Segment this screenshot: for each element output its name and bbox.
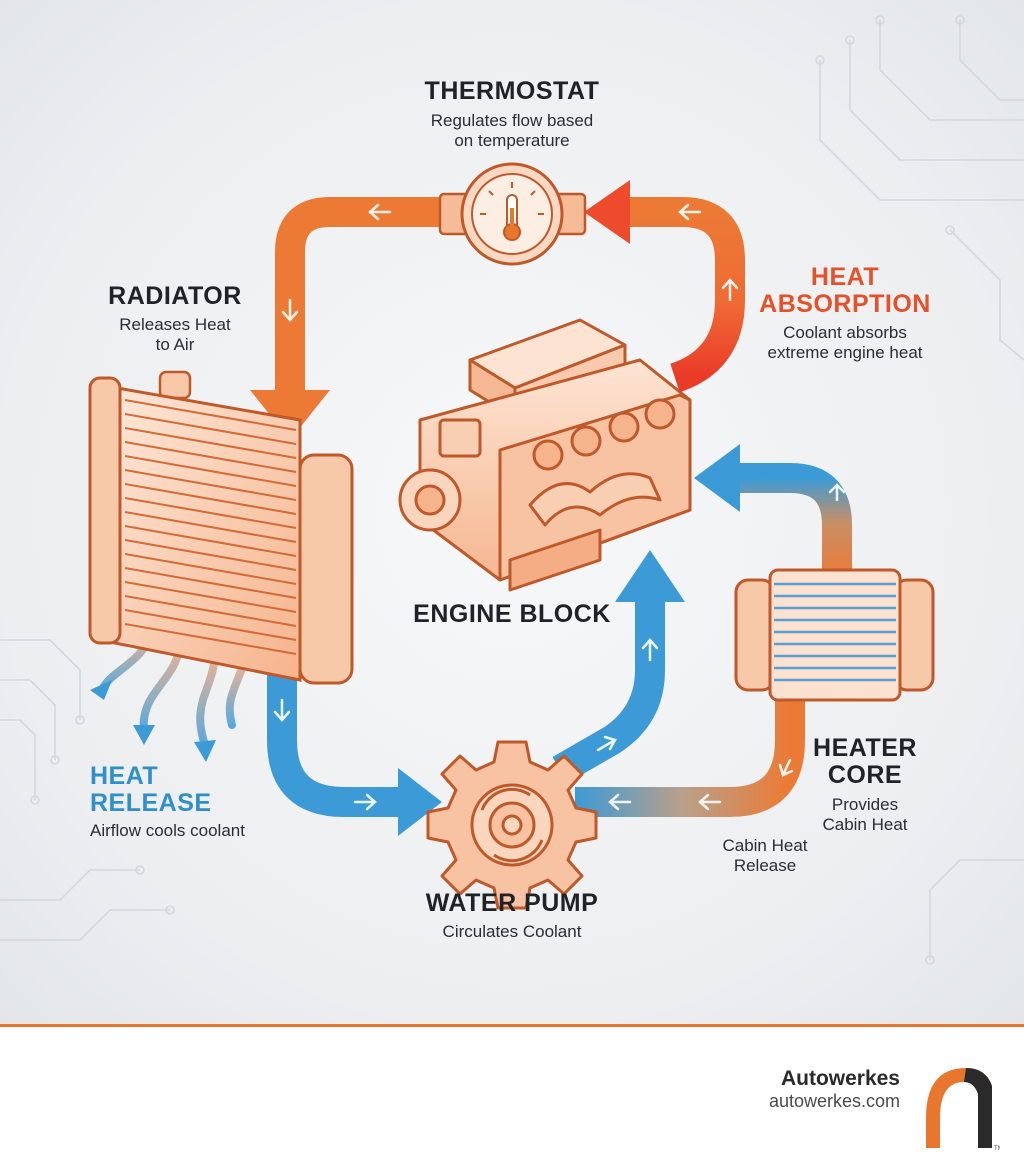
heat-release-title-line1: HEAT	[90, 762, 159, 790]
footer-divider	[0, 1024, 1024, 1027]
footer: Autowerkes autowerkes.com TM	[0, 1027, 1024, 1154]
diagram-graphics	[0, 15, 1024, 965]
radiator-title: RADIATOR	[108, 282, 242, 310]
cabin-heat-label: Cabin Heat Release	[695, 836, 835, 876]
pipe-heater-to-engine	[735, 463, 852, 578]
radiator-label: RADIATOR Releases Heat to Air	[70, 283, 280, 355]
radiator-desc-line1: Releases Heat	[119, 315, 231, 334]
water-pump-label: WATER PUMP Circulates Coolant	[382, 890, 642, 942]
radiator-desc-line2: to Air	[155, 335, 195, 354]
radiator-graphic	[88, 370, 354, 685]
airflow-arrowheads	[90, 680, 216, 762]
heater-core-graphic	[734, 568, 935, 702]
heat-release-label: HEAT RELEASE Airflow cools coolant	[90, 763, 310, 841]
heater-core-desc-line1: Provides	[831, 795, 899, 814]
thermostat-title: THERMOSTAT	[424, 77, 600, 105]
heater-core-label: HEATER CORE Provides Cabin Heat	[790, 735, 940, 835]
engine-block-graphic	[398, 318, 692, 592]
heater-core-title-line2: CORE	[827, 761, 903, 789]
heater-core-desc-line2: Cabin Heat	[822, 815, 908, 834]
autowerkes-logo-icon: TM	[926, 1068, 1000, 1152]
heat-release-title-line2: RELEASE	[90, 789, 212, 817]
arrowhead-into-radiator	[250, 390, 330, 440]
engine-block-title: ENGINE BLOCK	[413, 600, 611, 628]
water-pump-desc: Circulates Coolant	[442, 922, 582, 941]
cabin-heat-line1: Cabin Heat	[722, 836, 808, 855]
arrowhead-into-engine-right	[694, 444, 740, 512]
thermostat-desc-line1: Regulates flow based	[430, 111, 594, 130]
brand-url: autowerkes.com	[768, 1091, 900, 1111]
heat-absorption-desc-line2: extreme engine heat	[767, 343, 923, 362]
brand-name: Autowerkes	[780, 1067, 900, 1090]
pipe-radiator-to-pump	[267, 655, 400, 817]
heat-absorption-title-line2: ABSORPTION	[759, 290, 931, 318]
heat-absorption-desc-line1: Coolant absorbs	[783, 323, 907, 342]
arrowhead-into-pump	[398, 768, 442, 836]
flow-direction-marks	[273, 203, 846, 811]
water-pump-graphic	[426, 740, 598, 910]
thermostat-graphic	[438, 162, 587, 266]
thermostat-desc-line2: on temperature	[454, 131, 570, 150]
heat-absorption-title-line1: HEAT	[810, 263, 880, 291]
pipe-pump-to-engine	[552, 598, 665, 783]
thermostat-label: THERMOSTAT Regulates flow based on tempe…	[362, 78, 662, 151]
arrowhead-into-thermostat	[584, 180, 630, 244]
engine-block-label: ENGINE BLOCK	[392, 601, 632, 628]
pipe-engine-to-thermostat	[625, 197, 745, 393]
water-pump-title: WATER PUMP	[425, 889, 599, 917]
heater-core-title-line1: HEATER	[813, 734, 917, 762]
cooling-system-diagram: THERMOSTAT Regulates flow based on tempe…	[0, 0, 1024, 1024]
pipe-heater-to-pump	[575, 690, 805, 817]
heat-absorption-label: HEAT ABSORPTION Coolant absorbs extreme …	[745, 264, 945, 363]
pipe-thermostat-to-radiator	[275, 197, 445, 395]
circuit-pattern	[0, 15, 1024, 965]
heat-release-desc: Airflow cools coolant	[90, 821, 245, 840]
arrowhead-up-to-engine	[615, 550, 685, 602]
cabin-heat-line2: Release	[733, 856, 797, 875]
logo-tm-mark: TM	[993, 1145, 1000, 1152]
